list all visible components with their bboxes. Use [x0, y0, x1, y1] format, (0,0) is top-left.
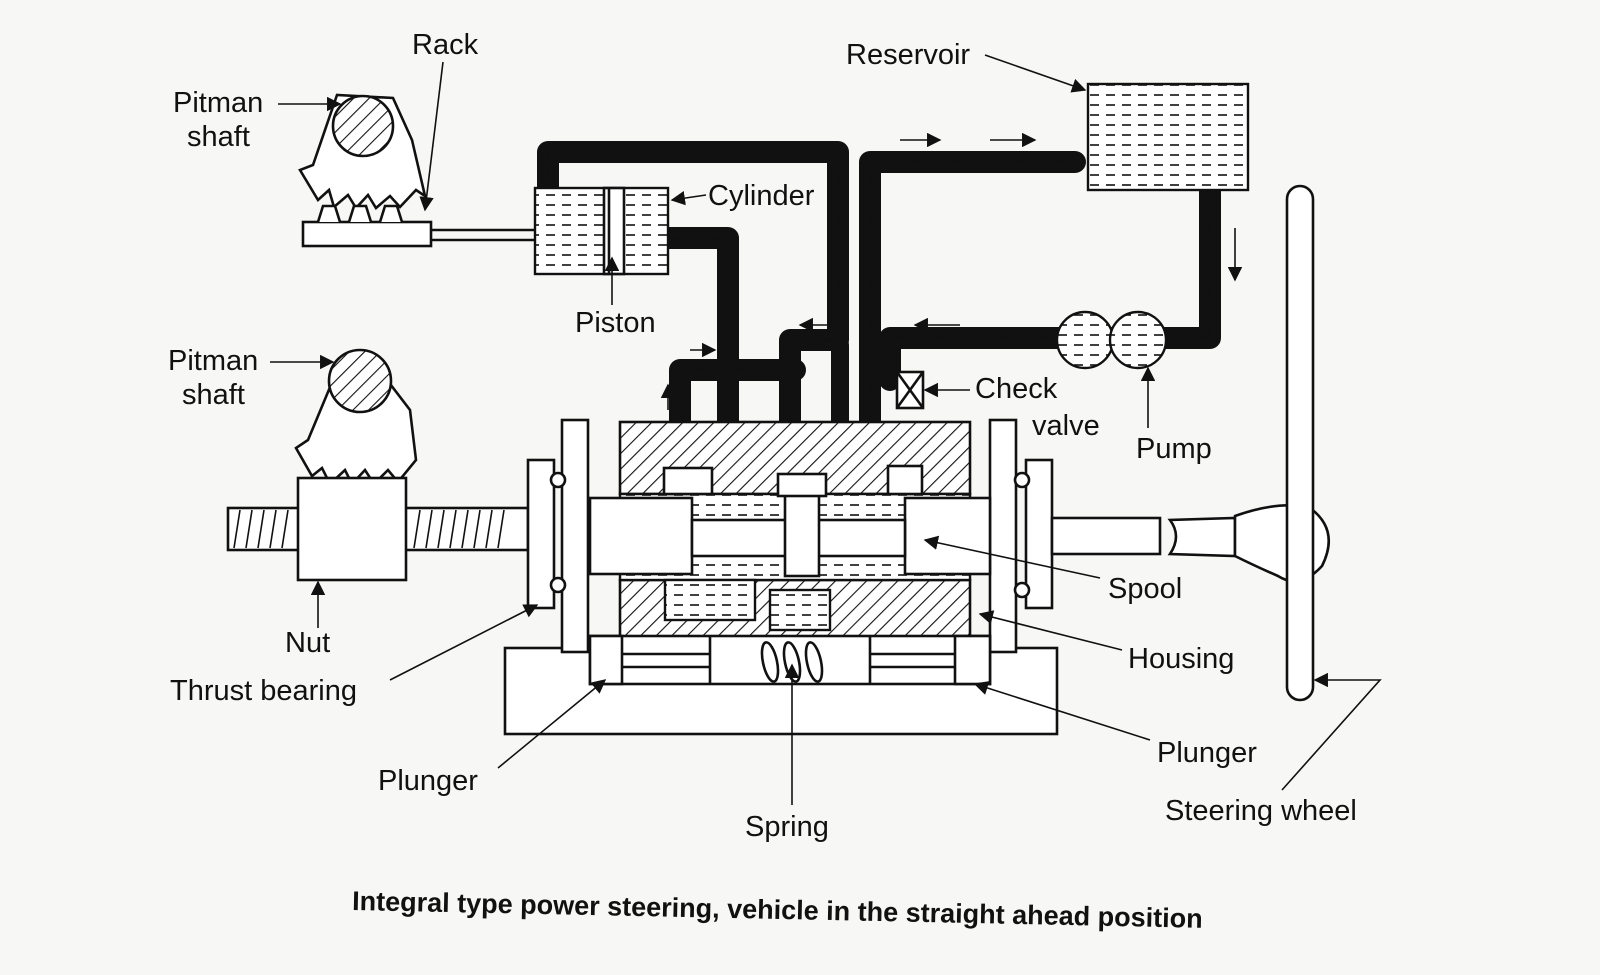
label-cylinder: Cylinder: [708, 180, 815, 212]
label-check-valve-2: valve: [1032, 410, 1100, 442]
steering-column: [1050, 184, 1330, 702]
valve-housing: [503, 418, 1059, 736]
flow-arrows: [660, 132, 1243, 410]
reservoir-tank: [1086, 82, 1250, 192]
label-housing: Housing: [1128, 643, 1234, 675]
label-pump: Pump: [1136, 433, 1212, 465]
label-steering-wheel: Steering wheel: [1165, 795, 1357, 827]
label-nut: Nut: [285, 627, 330, 659]
label-pitman-shaft-top-1: Pitman: [173, 87, 263, 119]
middle-pitman-assembly: [294, 348, 418, 582]
label-rack: Rack: [412, 29, 479, 61]
label-pitman-shaft-mid-1: Pitman: [168, 345, 258, 377]
diagram-caption: Integral type power steering, vehicle in…: [352, 886, 1203, 934]
nut-block: [296, 476, 408, 582]
pump-body: [1055, 310, 1168, 370]
label-reservoir: Reservoir: [846, 39, 970, 71]
label-thrust-bearing: Thrust bearing: [170, 675, 357, 707]
label-pitman-shaft-top-2: shaft: [187, 121, 250, 153]
check-valve-symbol: [895, 370, 925, 410]
top-rack-assembly: [298, 93, 535, 248]
label-check-valve-1: Check: [975, 373, 1058, 405]
label-plunger-right: Plunger: [1157, 737, 1257, 769]
label-pitman-shaft-mid-2: shaft: [182, 379, 245, 411]
label-spring: Spring: [745, 811, 829, 843]
label-piston: Piston: [575, 307, 656, 339]
leader-lines: [270, 54, 1382, 805]
label-spool: Spool: [1108, 573, 1182, 605]
label-plunger-left: Plunger: [378, 765, 478, 797]
cylinder-assembly: [533, 186, 670, 276]
